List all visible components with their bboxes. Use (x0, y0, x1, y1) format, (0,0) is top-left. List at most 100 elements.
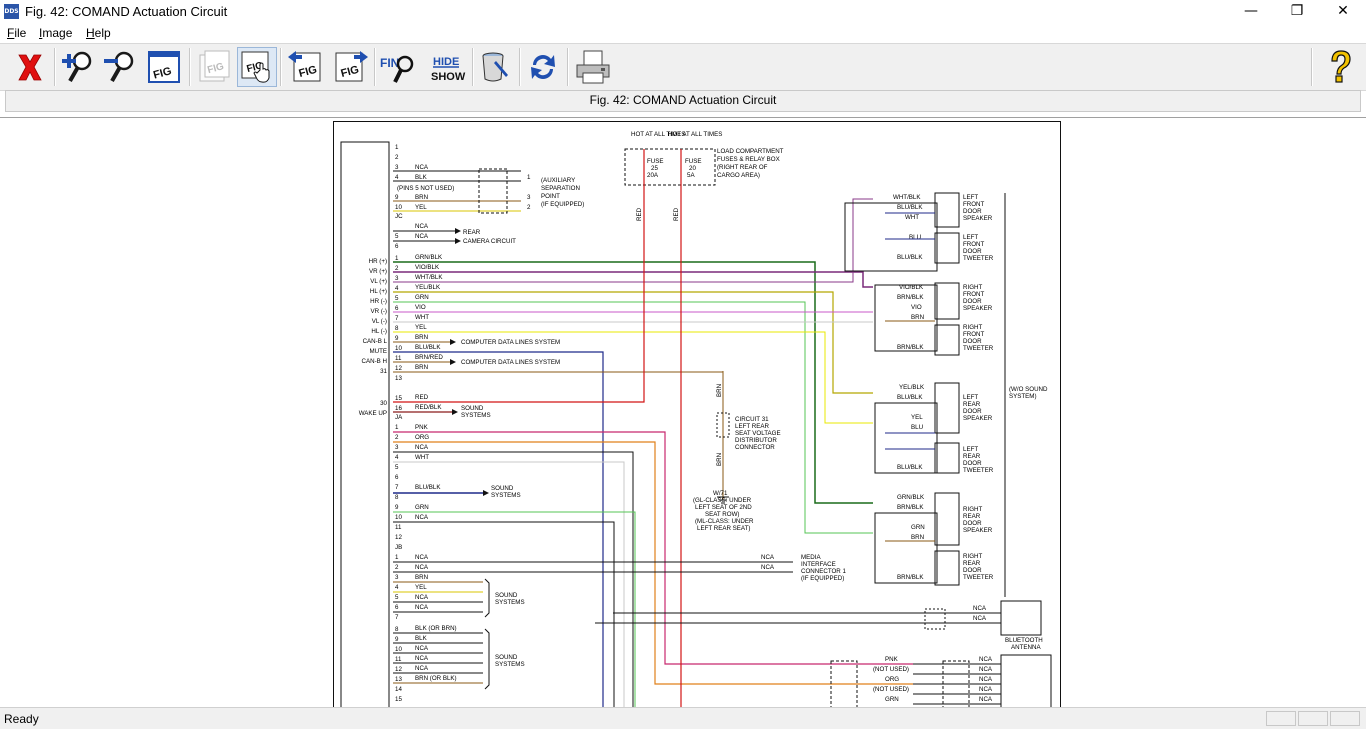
svg-text:6: 6 (395, 305, 399, 312)
menu-help[interactable]: Help (86, 26, 111, 40)
svg-text:NCA: NCA (415, 604, 429, 611)
svg-text:SPEAKER: SPEAKER (963, 215, 993, 222)
prev-figure-button[interactable]: FIG (286, 47, 326, 87)
find-button[interactable]: FIN (379, 47, 419, 87)
svg-text:2: 2 (395, 154, 399, 161)
svg-text:COMPUTER DATA LINES SYSTEM: COMPUTER DATA LINES SYSTEM (461, 359, 560, 366)
svg-text:FIG: FIG (298, 64, 319, 80)
svg-text:30: 30 (380, 400, 387, 407)
svg-text:FIG: FIG (206, 61, 225, 76)
svg-text:NCA: NCA (979, 666, 993, 673)
window-title: Fig. 42: COMAND Actuation Circuit (25, 4, 228, 19)
svg-text:4: 4 (395, 454, 399, 461)
svg-text:BLU/BLK: BLU/BLK (897, 204, 923, 211)
svg-text:CAN-B L: CAN-B L (363, 338, 388, 345)
svg-text:1: 1 (395, 424, 399, 431)
svg-text:CIRCUIT 31: CIRCUIT 31 (735, 416, 769, 423)
next-figure-button[interactable]: FIG (330, 47, 370, 87)
menu-image[interactable]: Image (39, 26, 73, 40)
connector-ja: 1 2 3 4 5 6 7 8 9 10 11 12 13 15 16 JA G… (393, 198, 873, 709)
right-front-speaker: VIO/BLK BRN/BLK VIO BRN BRN/BLK RIGHT FR… (885, 282, 994, 356)
svg-text:1: 1 (527, 174, 531, 181)
print-button[interactable] (573, 47, 613, 87)
svg-text:GRN/BLK: GRN/BLK (415, 254, 443, 261)
svg-text:LEFT: LEFT (963, 446, 978, 453)
svg-text:5A: 5A (687, 172, 695, 179)
svg-text:BRN/BLK: BRN/BLK (897, 504, 924, 511)
zoom-in-button[interactable] (60, 47, 100, 87)
svg-text:HOT AT ALL TIMES: HOT AT ALL TIMES (631, 131, 685, 138)
svg-text:20A: 20A (647, 172, 659, 179)
svg-text:FRONT: FRONT (963, 241, 985, 248)
svg-text:RED: RED (415, 394, 429, 401)
close-figure-button[interactable] (10, 47, 50, 87)
svg-text:WHT/BLK: WHT/BLK (893, 194, 921, 201)
svg-text:NCA: NCA (973, 615, 987, 622)
svg-text:10: 10 (395, 345, 402, 352)
svg-text:WHT: WHT (415, 314, 429, 321)
svg-text:REAR: REAR (963, 513, 981, 520)
svg-text:(PINS 5 NOT USED): (PINS 5 NOT USED) (397, 185, 454, 192)
svg-text:2: 2 (395, 434, 399, 441)
svg-text:NCA: NCA (979, 686, 993, 693)
svg-text:1: 1 (395, 144, 399, 151)
svg-text:HL (-): HL (-) (371, 328, 387, 335)
svg-text:BLU/BLK: BLU/BLK (415, 344, 441, 351)
svg-text:10: 10 (395, 646, 402, 653)
menu-file[interactable]: File (7, 26, 27, 40)
svg-text:13: 13 (395, 375, 402, 382)
figure-hand-button[interactable]: FIG (237, 47, 277, 87)
close-window-button[interactable]: ✕ (1337, 3, 1349, 19)
svg-text:LEFT: LEFT (963, 194, 978, 201)
svg-text:25: 25 (651, 165, 658, 172)
help-button[interactable] (1320, 47, 1360, 87)
svg-text:SPEAKER: SPEAKER (963, 527, 993, 534)
svg-text:NCA: NCA (415, 514, 429, 521)
svg-text:5: 5 (395, 233, 399, 240)
right-rear-speaker: GRN/BLK BRN/BLK GRN BRN BRN/BLK RIGHT RE… (885, 492, 994, 586)
svg-text:BRN: BRN (911, 534, 924, 541)
restore-button[interactable]: ❐ (1290, 3, 1304, 19)
svg-text:VIO/BLK: VIO/BLK (899, 284, 924, 291)
svg-text:SHOW: SHOW (431, 71, 466, 83)
svg-text:FUSES & RELAY BOX: FUSES & RELAY BOX (717, 156, 780, 163)
connector-jc-top: 1 2 3 4 9 10 JC NCA BLK (PINS 5 NOT USED… (393, 144, 584, 220)
svg-text:11: 11 (395, 524, 402, 531)
svg-text:NCA: NCA (415, 554, 429, 561)
svg-text:VL (-): VL (-) (372, 318, 387, 325)
svg-text:LEFT SEAT OF 2ND: LEFT SEAT OF 2ND (695, 504, 752, 511)
svg-text:(IF EQUIPPED): (IF EQUIPPED) (541, 201, 584, 208)
svg-text:BRN/BLK: BRN/BLK (897, 574, 924, 581)
svg-text:POINT: POINT (541, 193, 560, 200)
svg-text:8: 8 (395, 325, 399, 332)
figure-title-bar: Fig. 42: COMAND Actuation Circuit (5, 90, 1361, 112)
bluetooth-antenna: NCA NCA BLUETOOTH ANTENNA (595, 600, 1043, 651)
svg-text:SYSTEMS: SYSTEMS (495, 599, 525, 606)
svg-text:GRN: GRN (911, 524, 925, 531)
minimize-button[interactable]: — (1244, 3, 1258, 19)
svg-text:(NOT USED): (NOT USED) (873, 666, 909, 673)
svg-text:NCA: NCA (979, 676, 993, 683)
svg-text:RED: RED (636, 207, 643, 221)
svg-text:13: 13 (395, 676, 402, 683)
svg-text:(IF EQUIPPED): (IF EQUIPPED) (801, 575, 844, 582)
svg-text:3: 3 (395, 444, 399, 451)
fit-figure-button[interactable]: FIG (144, 47, 184, 87)
svg-text:NCA: NCA (415, 594, 429, 601)
svg-text:NCA: NCA (761, 564, 775, 571)
status-pane-2 (1298, 711, 1328, 726)
svg-text:SPEAKER: SPEAKER (963, 415, 993, 422)
svg-text:CAN-B H: CAN-B H (362, 358, 387, 365)
svg-text:YEL: YEL (415, 324, 427, 331)
svg-text:NCA: NCA (415, 223, 429, 230)
paint-bucket-button[interactable] (476, 47, 516, 87)
svg-text:DOOR: DOOR (963, 520, 982, 527)
wiring-diagram[interactable]: 1 2 3 4 9 10 JC NCA BLK (PINS 5 NOT USED… (333, 121, 1061, 709)
refresh-button[interactable] (523, 47, 563, 87)
svg-text:WHT/BLK: WHT/BLK (415, 274, 443, 281)
zoom-out-button[interactable] (102, 47, 142, 87)
svg-text:ORG: ORG (885, 676, 899, 683)
previous-view-button[interactable]: FIG (194, 47, 234, 87)
svg-text:SPEAKER: SPEAKER (963, 305, 993, 312)
